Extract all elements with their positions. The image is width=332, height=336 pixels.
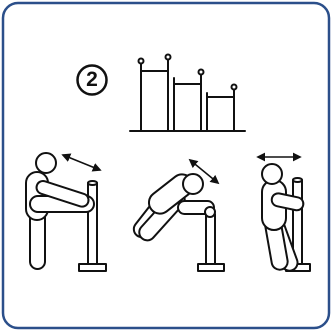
- step-number: 2: [77, 65, 107, 95]
